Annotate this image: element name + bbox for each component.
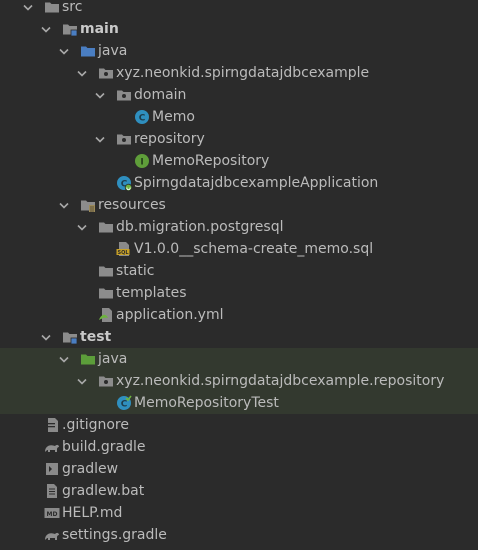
chevron-down-icon[interactable]	[22, 0, 34, 18]
tree-row-memo[interactable]: C Memo	[0, 106, 478, 128]
tree-row-src[interactable]: src	[0, 0, 478, 18]
tree-row-memorepositorytest[interactable]: C MemoRepositoryTest	[0, 392, 478, 414]
sql-file-icon: SQL	[116, 241, 132, 257]
chevron-down-icon[interactable]	[58, 348, 70, 370]
tree-row-help-md[interactable]: MD HELP.md	[0, 502, 478, 524]
class-icon: C	[134, 109, 150, 125]
tree-row-test[interactable]: test	[0, 326, 478, 348]
tree-row-templates[interactable]: templates	[0, 282, 478, 304]
tree-item-label: xyz.neonkid.spirngdatajdbcexample	[116, 65, 370, 81]
folder-icon	[98, 285, 114, 301]
tree-row-spirngdatajdbcexampleapplication[interactable]: C SpirngdatajdbcexampleApplication	[0, 172, 478, 194]
tree-row-repository[interactable]: repository	[0, 128, 478, 150]
gradle-icon	[44, 439, 60, 455]
module-folder-icon	[62, 21, 78, 37]
tree-row-build-gradle[interactable]: build.gradle	[0, 436, 478, 458]
tree-row-v1-0-0-schema-create-memo-sql[interactable]: SQL V1.0.0__schema-create_memo.sql	[0, 238, 478, 260]
interface-icon: I	[134, 153, 150, 169]
tree-row-gradlew-bat[interactable]: gradlew.bat	[0, 480, 478, 502]
svg-text:MD: MD	[47, 511, 58, 518]
chevron-down-icon[interactable]	[40, 326, 52, 348]
gitignore-file-icon	[44, 417, 60, 433]
tree-row-java[interactable]: java	[0, 40, 478, 62]
tree-item-label: .gitignore	[62, 417, 129, 433]
folder-icon	[98, 263, 114, 279]
tree-row-gitignore[interactable]: .gitignore	[0, 414, 478, 436]
folder-icon	[44, 0, 60, 15]
source-root-folder-icon	[80, 43, 96, 59]
chevron-down-icon[interactable]	[76, 370, 88, 392]
tree-item-label: SpirngdatajdbcexampleApplication	[134, 175, 379, 191]
svg-text:SQL: SQL	[117, 250, 129, 256]
test-root-folder-icon	[80, 351, 96, 367]
yaml-file-icon	[98, 307, 114, 323]
tree-row-application-yml[interactable]: application.yml	[0, 304, 478, 326]
module-folder-icon	[62, 329, 78, 345]
tree-item-label: repository	[134, 131, 205, 147]
resources-folder-icon	[80, 197, 96, 213]
tree-item-label: xyz.neonkid.spirngdatajdbcexample.reposi…	[116, 373, 445, 389]
tree-row-xyz-neonkid-spirngdatajdbcexample[interactable]: xyz.neonkid.spirngdatajdbcexample	[0, 62, 478, 84]
chevron-down-icon[interactable]	[58, 40, 70, 62]
tree-item-label: main	[80, 21, 119, 37]
svg-text:C: C	[121, 400, 128, 410]
chevron-down-icon[interactable]	[76, 216, 88, 238]
tree-row-xyz-neonkid-spirngdatajdbcexample-repository[interactable]: xyz.neonkid.spirngdatajdbcexample.reposi…	[0, 370, 478, 392]
tree-row-domain[interactable]: domain	[0, 84, 478, 106]
tree-row-db-migration-postgresql[interactable]: db.migration.postgresql	[0, 216, 478, 238]
tree-item-label: V1.0.0__schema-create_memo.sql	[134, 241, 374, 257]
tree-item-label: src	[62, 0, 83, 15]
tree-row-gradlew[interactable]: gradlew	[0, 458, 478, 480]
tree-item-label: domain	[134, 87, 187, 103]
tree-item-label: MemoRepository	[152, 153, 270, 169]
gradle-icon	[44, 527, 60, 543]
package-icon	[98, 373, 114, 389]
tree-item-label: Memo	[152, 109, 195, 125]
tree-item-label: static	[116, 263, 155, 279]
test-class-icon: C	[116, 395, 132, 411]
tree-row-java[interactable]: java	[0, 348, 478, 370]
text-file-icon	[44, 483, 60, 499]
package-icon	[116, 87, 132, 103]
tree-row-main[interactable]: main	[0, 18, 478, 40]
tree-item-label: test	[80, 329, 112, 345]
chevron-down-icon[interactable]	[94, 128, 106, 150]
chevron-down-icon[interactable]	[76, 62, 88, 84]
package-icon	[98, 65, 114, 81]
chevron-down-icon[interactable]	[94, 84, 106, 106]
tree-row-resources[interactable]: resources	[0, 194, 478, 216]
tree-item-label: gradlew	[62, 461, 119, 477]
tree-item-label: build.gradle	[62, 439, 146, 455]
tree-item-label: application.yml	[116, 307, 224, 323]
tree-item-label: db.migration.postgresql	[116, 219, 284, 235]
svg-text:C: C	[139, 114, 146, 124]
shell-script-icon	[44, 461, 60, 477]
tree-item-label: HELP.md	[62, 505, 123, 521]
markdown-file-icon: MD	[44, 505, 60, 521]
spring-boot-class-icon: C	[116, 175, 132, 191]
svg-text:C: C	[121, 180, 128, 190]
tree-item-label: java	[98, 351, 128, 367]
tree-row-settings-gradle[interactable]: settings.gradle	[0, 524, 478, 546]
tree-row-memorepository[interactable]: I MemoRepository	[0, 150, 478, 172]
tree-item-label: gradlew.bat	[62, 483, 145, 499]
tree-item-label: templates	[116, 285, 187, 301]
tree-item-label: resources	[98, 197, 166, 213]
package-icon	[116, 131, 132, 147]
tree-item-label: java	[98, 43, 128, 59]
svg-text:I: I	[140, 158, 143, 168]
chevron-down-icon[interactable]	[40, 18, 52, 40]
folder-icon	[98, 219, 114, 235]
chevron-down-icon[interactable]	[58, 194, 70, 216]
tree-item-label: MemoRepositoryTest	[134, 395, 279, 411]
tree-row-static[interactable]: static	[0, 260, 478, 282]
tree-item-label: settings.gradle	[62, 527, 167, 543]
